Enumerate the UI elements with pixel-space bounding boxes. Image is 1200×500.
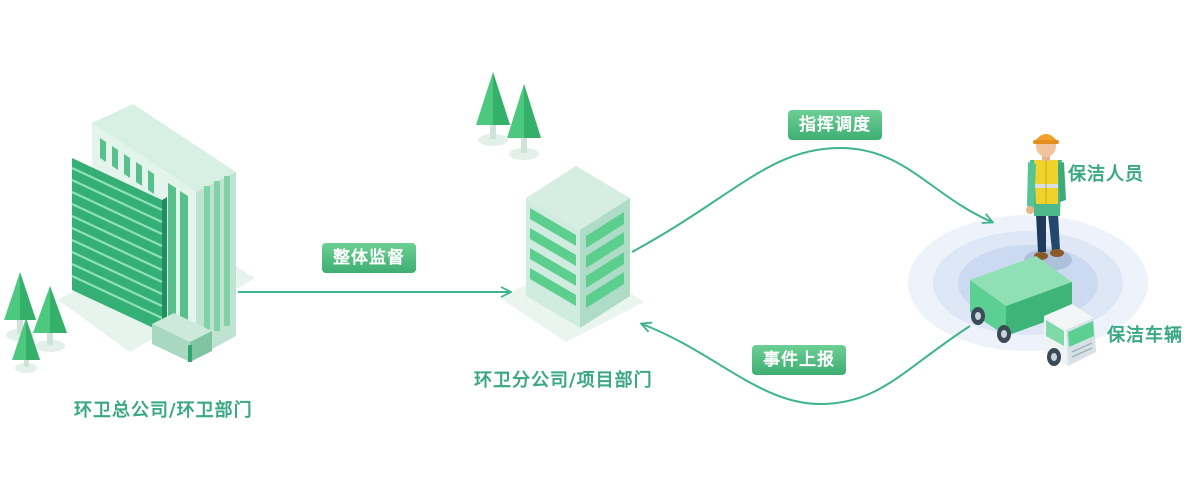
tree-icon-cluster-top <box>476 72 541 160</box>
garbage-truck-icon <box>970 256 1096 366</box>
worker-icon <box>1026 134 1066 260</box>
tree-icon <box>476 72 510 146</box>
edge-report-arrow <box>642 324 971 406</box>
tree-icon <box>4 272 36 341</box>
branch-building-icon <box>500 166 644 342</box>
tree-icon-cluster-left <box>4 272 67 373</box>
node-label-headquarters: 环卫总公司/环卫部门 <box>74 400 253 421</box>
tree-icon <box>507 84 541 160</box>
tree-icon <box>12 318 40 373</box>
edge-tag-supervision: 整体监督 <box>322 243 416 273</box>
edge-tag-dispatch: 指挥调度 <box>788 110 882 140</box>
node-label-cleaner: 保洁人员 <box>1068 164 1144 185</box>
office-building-icon <box>58 104 255 362</box>
edge-tag-report: 事件上报 <box>752 345 846 375</box>
node-label-vehicle: 保洁车辆 <box>1107 325 1183 346</box>
edge-dispatch-arrow <box>631 146 992 253</box>
node-label-branch: 环卫分公司/项目部门 <box>474 370 653 391</box>
tree-icon <box>33 286 67 352</box>
